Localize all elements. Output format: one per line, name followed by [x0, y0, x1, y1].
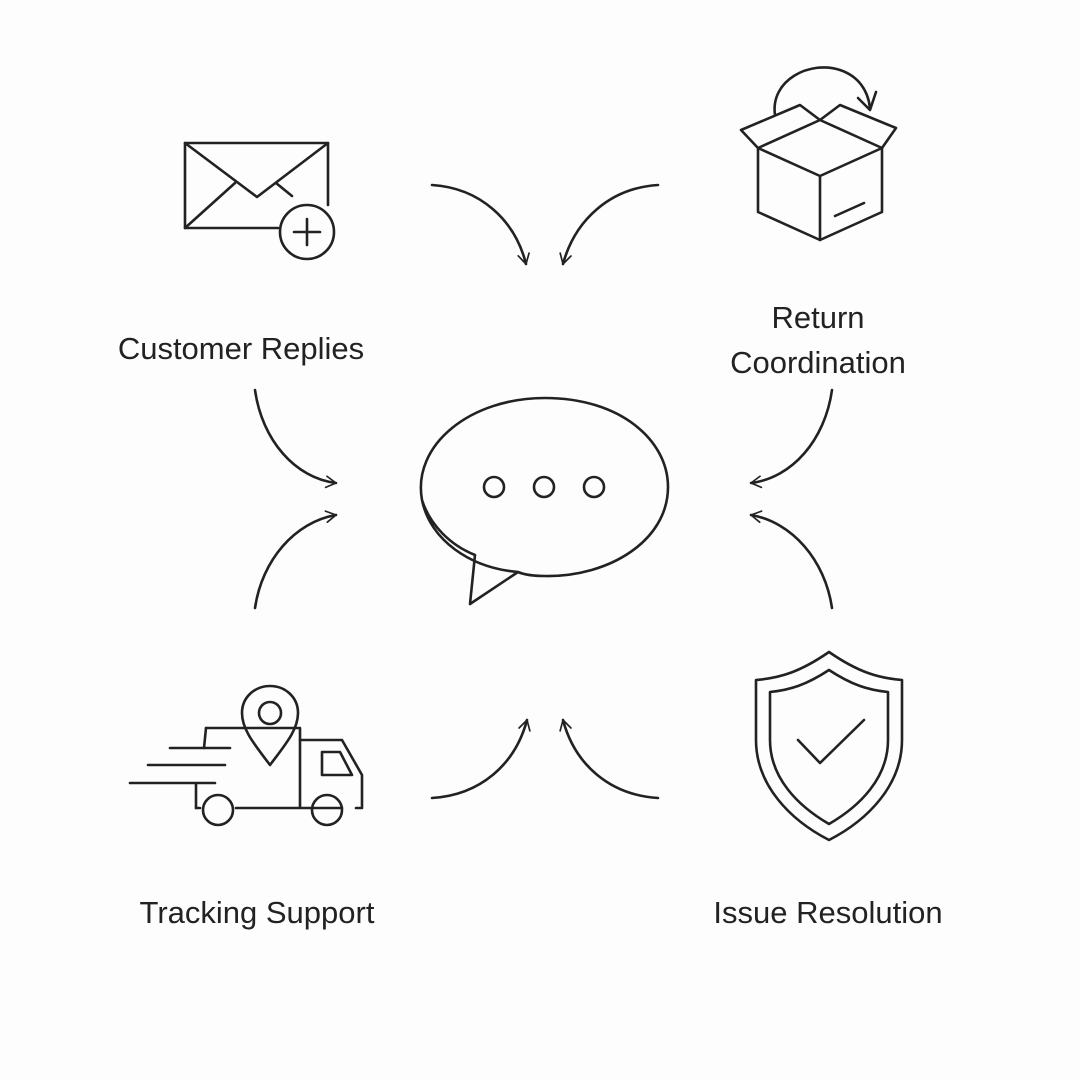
label-tracking-support: Tracking Support: [139, 895, 375, 930]
label-return-coordination: Return Coordination: [730, 295, 906, 385]
arrow-left-lower: [253, 510, 338, 610]
envelope-plus-icon: [183, 141, 336, 261]
label-return-line1: Return: [771, 300, 865, 335]
box-return-icon: [739, 66, 898, 242]
arrow-right-lower: [749, 510, 834, 610]
arrow-top-left: [430, 183, 530, 266]
delivery-truck-location-icon: [128, 684, 364, 827]
arrow-top-right: [559, 183, 660, 266]
arrow-bottom-left: [430, 718, 531, 800]
label-return-line2: Coordination: [730, 345, 906, 380]
arrow-left-upper: [253, 388, 338, 489]
label-customer-replies: Customer Replies: [117, 331, 365, 366]
shield-check-icon: [754, 650, 904, 842]
speech-bubble-ellipsis-icon: [419, 396, 670, 606]
label-issue-resolution: Issue Resolution: [713, 895, 943, 930]
arrow-right-upper: [749, 388, 834, 489]
arrow-bottom-right: [559, 718, 660, 800]
flow-arrows: [253, 183, 834, 800]
